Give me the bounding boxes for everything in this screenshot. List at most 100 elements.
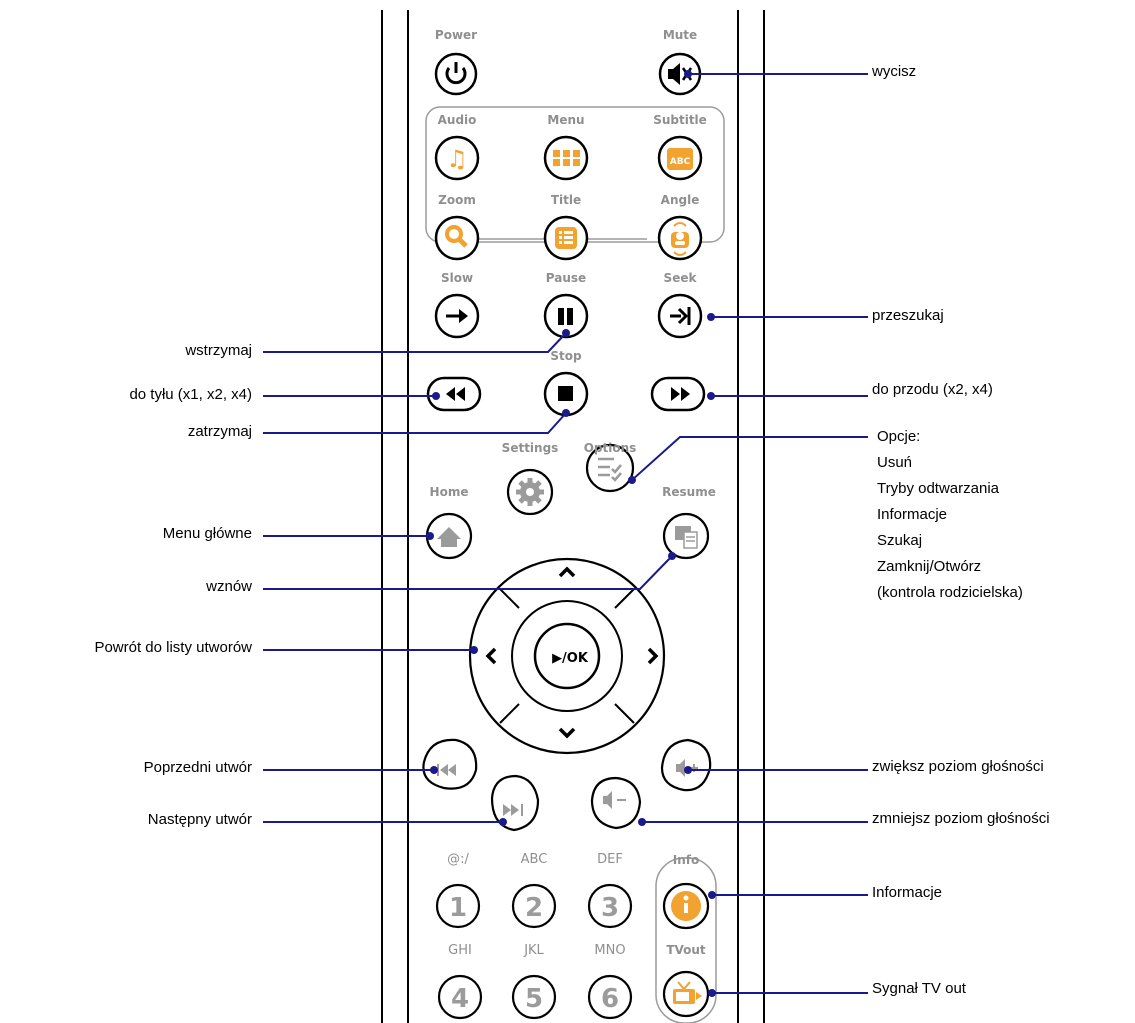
- settings-label: Settings: [501, 441, 559, 455]
- leader-lines: [263, 73, 868, 994]
- number-key-5: [511, 974, 557, 1020]
- key-4-letters: GHI: [448, 943, 472, 958]
- info-label: Info: [672, 853, 700, 867]
- power-icon: [445, 67, 467, 85]
- title-button: [543, 215, 589, 261]
- annotation-forward: do przodu (x2, x4): [872, 381, 993, 398]
- annotation-volume-up: zwiększ poziom głośności: [872, 758, 1044, 775]
- number-key-2: [511, 883, 557, 929]
- options-line: Informacje: [877, 506, 948, 523]
- fast-forward-icon: [671, 387, 690, 401]
- zoom-button: [434, 215, 480, 261]
- key-3-letters: DEF: [597, 852, 623, 867]
- mute-speaker-icon: [668, 63, 693, 85]
- key-1-digit: 1: [449, 893, 467, 923]
- key-6-digit: 6: [601, 984, 619, 1014]
- music-note-icon: ♫: [446, 145, 468, 173]
- annotation-options: Opcje: Usuń Tryby odtwarzania Informacje…: [877, 424, 1023, 606]
- ok-button-label: ▶/OK: [552, 651, 589, 666]
- pause-icon: [558, 308, 564, 325]
- gear-icon: [516, 478, 544, 506]
- slow-label: Slow: [440, 271, 474, 285]
- mute-label: Mute: [662, 28, 698, 42]
- navigation-pad: [468, 557, 666, 755]
- options-line: Opcje:: [877, 428, 921, 445]
- next-track-button: [490, 774, 540, 832]
- number-key-1: [435, 883, 481, 929]
- right-arrow-icon: [647, 647, 659, 665]
- grid-icon: [553, 150, 580, 166]
- tvout-label: TVout: [666, 943, 706, 957]
- options-line: Tryby odtwarzania: [877, 480, 999, 497]
- key-2-letters: ABC: [520, 852, 548, 867]
- annotation-seek: przeszukaj: [872, 307, 944, 324]
- ok-button-ring: [533, 622, 601, 690]
- annotation-tvout: Sygnał TV out: [872, 980, 966, 997]
- options-line: Szukaj: [877, 532, 923, 549]
- volume-down-button: [590, 776, 642, 830]
- slow-button: [434, 293, 480, 339]
- menu-label: Menu: [547, 113, 585, 127]
- angle-label: Angle: [660, 193, 700, 207]
- pause-button: [543, 293, 589, 339]
- annotation-volume-down: zmniejsz poziom głośności: [872, 810, 1050, 827]
- next-icon: [503, 804, 519, 816]
- stop-label: Stop: [550, 349, 582, 363]
- tv-icon: [673, 981, 702, 1004]
- info-tvout-frame: [655, 857, 717, 1023]
- seek-button: [657, 293, 703, 339]
- rewind-icon: [446, 387, 465, 401]
- key-6-letters: MNO: [594, 943, 626, 958]
- leader-endpoints: [426, 70, 716, 997]
- camera-angle-icon: [671, 222, 689, 256]
- annotation-rewind: do tyłu (x1, x2, x4): [129, 386, 252, 403]
- zoom-label: Zoom: [438, 193, 476, 207]
- home-label: Home: [429, 485, 469, 499]
- stop-button: [543, 371, 589, 417]
- settings-button: [506, 468, 554, 516]
- title-label: Title: [550, 193, 582, 207]
- volume-up-button: [660, 738, 712, 792]
- menu-button: [543, 135, 589, 181]
- key-5-digit: 5: [525, 984, 543, 1014]
- number-key-6: [587, 974, 633, 1020]
- options-list-icon: [598, 457, 622, 482]
- pause-label: Pause: [545, 271, 587, 285]
- options-line: Usuń: [877, 454, 913, 471]
- forward-button: [650, 376, 706, 412]
- annotation-next: Następny utwór: [147, 811, 252, 828]
- options-line: (kontrola rodzicielska): [877, 584, 1023, 601]
- up-arrow-icon: [558, 566, 576, 578]
- angle-button: [657, 215, 703, 261]
- resume-label: Resume: [662, 485, 716, 499]
- key-2-digit: 2: [525, 893, 543, 923]
- resume-button: [662, 512, 710, 560]
- stop-icon: [558, 386, 573, 401]
- power-label: Power: [434, 28, 478, 42]
- rewind-button: [426, 376, 482, 412]
- options-label: Options: [583, 441, 637, 455]
- subtitle-label: Subtitle: [653, 113, 707, 127]
- key-3-digit: 3: [601, 893, 619, 923]
- subtitle-icon-text: ABC: [670, 157, 691, 167]
- power-button: [434, 52, 478, 96]
- previous-icon: [440, 764, 456, 776]
- subtitle-icon: [667, 148, 693, 170]
- annotation-resume: wznów: [206, 578, 252, 595]
- resume-icon: [675, 526, 698, 549]
- key-1-letters: @:/: [447, 852, 469, 867]
- options-line: Zamknij/Otwórz: [877, 558, 982, 575]
- tvout-button: [662, 970, 710, 1018]
- house-icon: [437, 527, 461, 547]
- audio-button: ♫: [434, 135, 480, 181]
- seek-label: Seek: [663, 271, 697, 285]
- annotation-previous: Poprzedni utwór: [143, 759, 252, 776]
- volume-up-icon: [676, 759, 698, 777]
- volume-down-icon: [603, 791, 626, 809]
- previous-track-button: [422, 738, 478, 790]
- annotation-mute: wycisz: [872, 63, 917, 80]
- number-key-4: [437, 974, 483, 1020]
- annotation-back: Powrót do listy utworów: [94, 639, 252, 656]
- magnifier-icon: [445, 225, 463, 243]
